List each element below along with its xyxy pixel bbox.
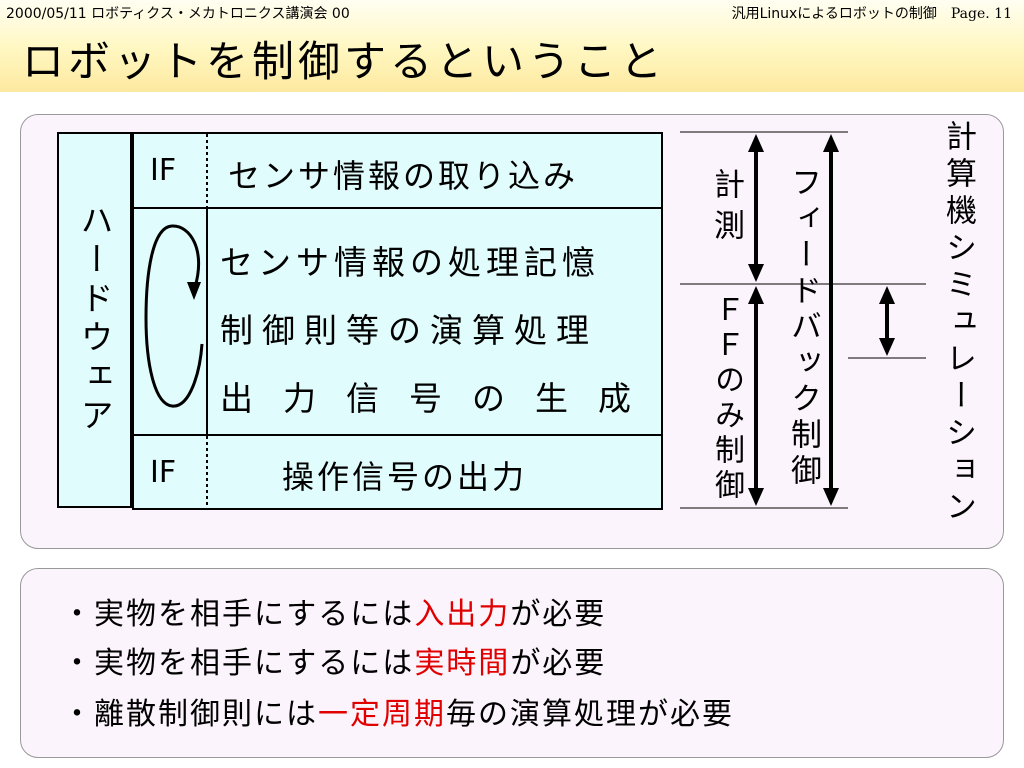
- hardware-cell: [57, 132, 132, 508]
- slide-title: ロボットを制御するということ: [22, 37, 667, 86]
- bullet-panel: [20, 568, 1004, 758]
- bullet-item-1: ・実物を相手にするには入出力が必要: [62, 589, 606, 633]
- if-label-top: IF: [150, 153, 177, 188]
- bullet-3-suffix: 毎の演算処理が必要: [446, 697, 734, 732]
- output-text: 操作信号の出力: [282, 458, 528, 496]
- bullet-1-prefix: ・実物を相手にするには: [62, 597, 415, 632]
- bullet-2-highlight: 実時間: [414, 646, 511, 681]
- bullet-2-prefix: ・実物を相手にするには: [62, 646, 415, 681]
- cycle-loop-icon: [144, 224, 204, 408]
- sim-arrow-down-icon: [879, 338, 895, 356]
- bullet-3-prefix: ・離散制御則には: [62, 697, 318, 732]
- sim-arrow-up-icon: [879, 286, 895, 304]
- feedback-arrow-down-icon: [823, 488, 839, 506]
- processing-row: [132, 207, 663, 436]
- bullet-2-suffix: が必要: [510, 646, 607, 681]
- feedback-control-label: フィードバック制御: [785, 166, 821, 490]
- bullet-item-3: ・離散制御則には一定周期毎の演算処理が必要: [62, 689, 734, 733]
- measure-label: 計測: [708, 168, 744, 250]
- page-number: Page. 11: [950, 6, 1012, 22]
- header-left: 2000/05/11 ロボティクス・メカトロニクス講演会 00: [6, 6, 350, 22]
- bullet-item-2: ・実物を相手にするには実時間が必要: [62, 638, 606, 682]
- process-line-3: 出力信号の生成: [220, 379, 661, 418]
- hardware-label: ハードウェア: [75, 203, 114, 437]
- sensor-input-row: [132, 132, 663, 209]
- header-title: 汎用Linuxによるロボットの制御: [731, 6, 937, 22]
- ff-control-label: ＦＦのみ制御: [709, 294, 744, 504]
- measure-arrow-down-icon: [748, 264, 764, 282]
- process-line-2: 制御則等の演算処理: [220, 311, 598, 350]
- header-right: 汎用Linuxによるロボットの制御 Page. 11: [732, 3, 1012, 23]
- cycle-arrow-icon: [187, 282, 201, 300]
- slide-header: 2000/05/11 ロボティクス・メカトロニクス講演会 00 汎用Linuxに…: [0, 0, 1024, 92]
- bullet-1-suffix: が必要: [510, 597, 607, 632]
- ff-arrow-up-icon: [748, 286, 764, 304]
- output-row: [132, 434, 663, 510]
- ff-arrow-down-icon: [748, 488, 764, 506]
- simulation-label: 計算機シミュレーション: [940, 120, 976, 527]
- sensor-input-text: センサ情報の取り込み: [228, 157, 579, 195]
- measure-arrow-up-icon: [748, 134, 764, 152]
- process-line-1: センサ情報の処理記憶: [220, 243, 600, 282]
- feedback-arrow-up-icon: [823, 134, 839, 152]
- if-label-bottom: IF: [150, 455, 177, 490]
- bullet-1-highlight: 入出力: [414, 597, 511, 632]
- bullet-3-highlight: 一定周期: [318, 697, 446, 732]
